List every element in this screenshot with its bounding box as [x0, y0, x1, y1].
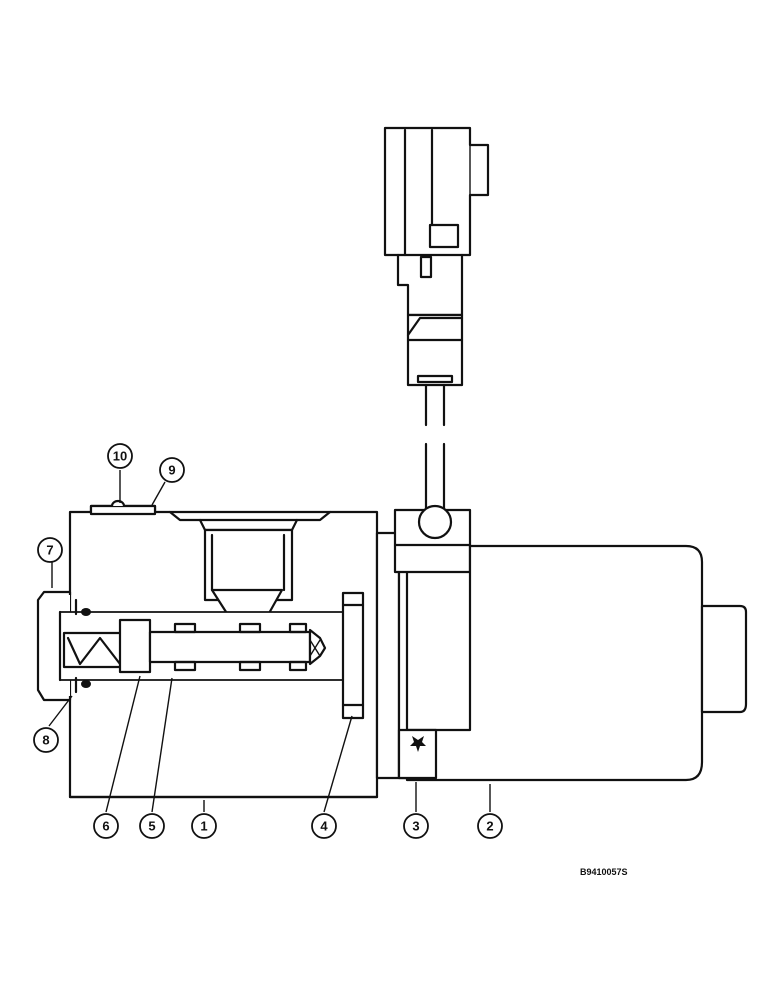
svg-text:8: 8 — [42, 733, 49, 748]
coil-flange — [375, 504, 472, 780]
top-fitting — [89, 499, 157, 516]
callout-9: 9 — [159, 457, 185, 483]
svg-text:2: 2 — [486, 819, 493, 834]
coil-housing — [397, 544, 748, 782]
svg-text:10: 10 — [113, 449, 127, 464]
svg-text:3: 3 — [412, 819, 419, 834]
leader-lines — [48, 470, 491, 813]
callout-6: 6 — [93, 813, 119, 839]
svg-text:7: 7 — [46, 543, 53, 558]
svg-text:9: 9 — [168, 463, 175, 478]
callout-3: 3 — [403, 813, 429, 839]
svg-text:1: 1 — [200, 819, 207, 834]
figure-reference: B9410057S — [580, 867, 628, 877]
spool-bore — [36, 590, 361, 702]
callout-7: 7 — [37, 537, 63, 563]
callout-4: 4 — [311, 813, 337, 839]
svg-text:6: 6 — [102, 819, 109, 834]
electrical-connector — [383, 126, 490, 517]
svg-text:4: 4 — [320, 819, 328, 834]
callout-2: 2 — [477, 813, 503, 839]
svg-text:5: 5 — [148, 819, 155, 834]
armature-plate — [341, 591, 365, 720]
callout-8: 8 — [33, 727, 59, 753]
callout-10: 10 — [107, 443, 133, 469]
callout-5: 5 — [139, 813, 165, 839]
callout-1: 1 — [191, 813, 217, 839]
